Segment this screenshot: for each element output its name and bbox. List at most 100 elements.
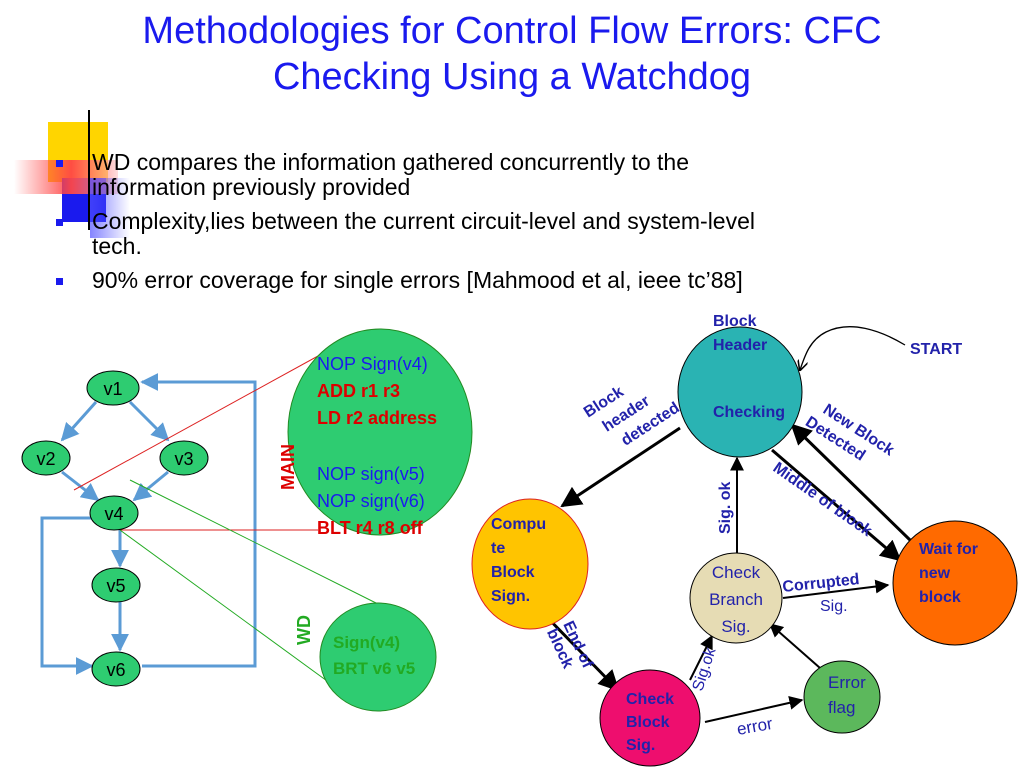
cfg-node-v4: v4 <box>89 495 139 531</box>
edge-checking-to-compute <box>560 426 681 508</box>
cfg-edge-v3-v4 <box>132 470 169 502</box>
state-error-flag: Error flag <box>803 660 881 734</box>
slide-title-line-1: Methodologies for Control Flow Errors: C… <box>142 10 882 52</box>
state-label: Check <box>712 563 761 582</box>
main-instruction: NOP sign(v5) <box>317 464 425 484</box>
state-label: Checking <box>713 404 785 421</box>
wd-instruction: BRT v6 v5 <box>333 659 415 678</box>
cfg-node-v1: v1 <box>86 370 140 406</box>
edge-error-to-branch <box>768 623 821 669</box>
bullet-list: WD compares the information gathered con… <box>50 150 950 302</box>
mapping-line-green <box>129 479 381 606</box>
cfg-edges <box>40 373 257 675</box>
cfg-node-shape <box>159 440 209 476</box>
start-label: START <box>910 341 962 358</box>
cfg-node-label: v6 <box>106 660 125 680</box>
cfg-node-v6: v6 <box>91 651 141 687</box>
main-instruction: NOP sign(v6) <box>317 491 425 511</box>
start-arrow <box>800 326 906 370</box>
edge-label-new-block-detected: New Block Detected <box>802 401 897 464</box>
cfg-node-label: v2 <box>36 449 55 469</box>
wd-label: WD <box>294 615 314 645</box>
main-circle <box>287 328 473 536</box>
state-header-text: Block <box>713 313 757 330</box>
slide-title: Methodologies for Control Flow Errors: C… <box>0 8 1024 100</box>
cfg-node-label: v4 <box>104 504 123 524</box>
edge-checkblock-to-error <box>704 695 804 723</box>
watchdog-program: WD Sign(v4) BRT v6 v5 <box>294 602 437 712</box>
wd-instruction: Sign(v4) <box>333 633 400 652</box>
cfg-edge-v1-v3 <box>128 400 170 442</box>
state-compute-block-sign: Compu te Block Sign. <box>471 498 589 630</box>
edge-label-middle-of-block: Middle of block <box>770 459 875 540</box>
bullet-item: Complexity,lies between the current circ… <box>50 209 950 259</box>
cfg-edge-v6-v1 <box>140 373 257 668</box>
state-label: new <box>919 565 951 582</box>
state-label: Block <box>626 714 670 731</box>
cfg-node-shape <box>91 567 141 603</box>
state-checking: Block Header Checking <box>677 313 803 458</box>
main-instruction: LD r2 address <box>317 408 437 428</box>
state-label: te <box>491 540 505 557</box>
decor-vertical-line <box>88 110 90 230</box>
edge-label-sig-ok: Sig. ok <box>717 481 734 534</box>
state-label: Block <box>491 564 535 581</box>
cfg-edge-v4-v6 <box>40 516 96 675</box>
mapping-line-red <box>73 355 319 491</box>
state-label: Compu <box>491 516 546 533</box>
edge-label-block-header-detected: Block header detected <box>581 383 683 449</box>
state-label: Check <box>626 691 674 708</box>
cfg-node-v3: v3 <box>159 440 209 476</box>
cfg-node-shape <box>91 651 141 687</box>
state-checking-shape <box>677 326 803 458</box>
cfg-edge-v2-v4 <box>61 470 100 502</box>
main-instruction: BLT r4 r8 off <box>317 518 424 538</box>
bullet-marker <box>56 160 63 167</box>
state-label: flag <box>828 698 855 717</box>
edge-checkblock-to-branch <box>689 634 713 681</box>
state-header-text: Header <box>713 337 767 354</box>
edge-checking-to-wait <box>771 448 902 562</box>
cfg-edge-v1-v2 <box>60 400 98 442</box>
edge-label-sig-ok-diagonal: Sig.ok <box>690 645 720 693</box>
cfg-node-shape <box>89 495 139 531</box>
cfg-node-label: v3 <box>174 449 193 469</box>
main-label: MAIN <box>278 444 298 490</box>
state-label: Wait for <box>919 541 978 558</box>
state-label: Sig. <box>626 737 655 754</box>
main-instruction: ADD r1 r3 <box>317 381 400 401</box>
edge-label-end-of-block: End of block <box>543 619 596 672</box>
edge-label-corrupted-sig: Sig. <box>820 598 848 615</box>
bullet-text-line: 90% error coverage for single errors [Ma… <box>92 267 743 293</box>
bullet-text-line: information previously provided <box>92 174 411 200</box>
state-label: block <box>919 589 961 606</box>
bullet-text-line: tech. <box>92 233 142 259</box>
main-instruction: NOP Sign(v4) <box>317 354 428 374</box>
edge-label-corrupted: Corrupted <box>782 571 861 596</box>
edge-wait-to-checking <box>790 423 912 542</box>
state-label: Sign. <box>491 588 530 605</box>
bullet-text-line: WD compares the information gathered con… <box>92 149 690 175</box>
bullet-text-line: Complexity,lies between the current circ… <box>92 208 756 234</box>
state-checkblock-shape <box>599 669 701 767</box>
bullet-item: 90% error coverage for single errors [Ma… <box>50 268 950 293</box>
state-wait-shape <box>892 520 1018 646</box>
bullet-marker <box>56 278 63 285</box>
state-compute-shape <box>471 498 589 630</box>
bullet-marker <box>56 219 63 226</box>
bullet-item: WD compares the information gathered con… <box>50 150 950 200</box>
mapping-line-green <box>119 529 361 706</box>
state-label: Sig. <box>721 617 750 636</box>
cfg-node-shape <box>21 440 71 476</box>
wd-circle <box>319 602 437 712</box>
state-wait-for-new-block: Wait for new block <box>892 520 1018 646</box>
edge-label-error: error <box>735 714 774 739</box>
state-label: Error <box>828 673 866 692</box>
state-check-block-sig: Check Block Sig. <box>599 669 701 767</box>
state-branch-shape <box>689 552 783 644</box>
state-label: Branch <box>709 590 763 609</box>
cfg-node-label: v5 <box>106 576 125 596</box>
edge-branch-to-wait <box>782 579 890 599</box>
cfg-node-shape <box>86 370 140 406</box>
